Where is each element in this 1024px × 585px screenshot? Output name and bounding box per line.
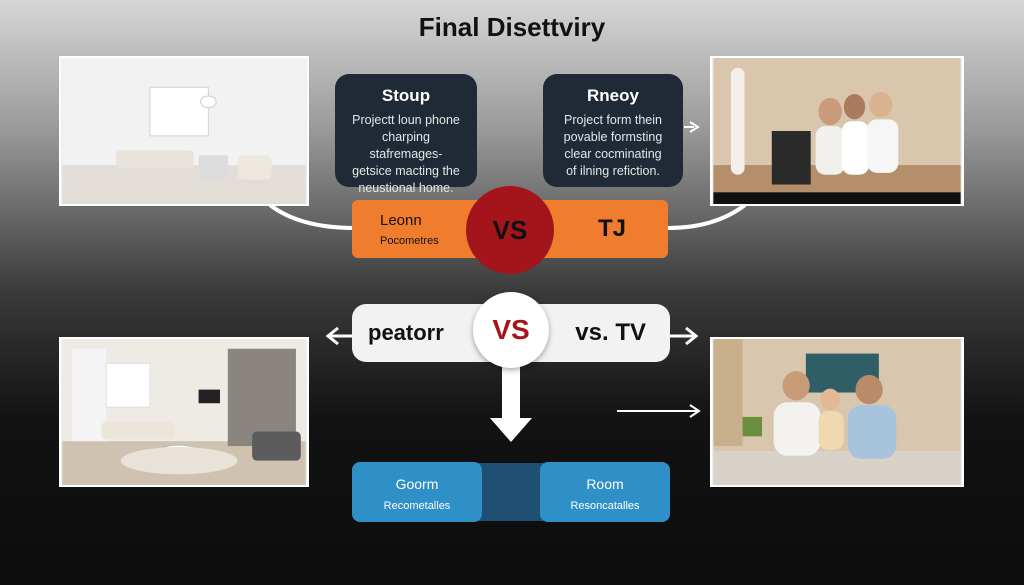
vs-badge-red-text: VS bbox=[492, 214, 528, 245]
card-rneoy: Rneoy Project form thein povable formsti… bbox=[543, 74, 683, 187]
vs-badge-white-text: VS bbox=[492, 314, 530, 345]
living-room-image bbox=[62, 339, 306, 485]
compare-pill-left-label: peatorr bbox=[368, 320, 444, 345]
card-stoup-line-4: neustional home. bbox=[358, 181, 454, 195]
box-goorm-title: Goorm bbox=[395, 476, 439, 492]
card-rneoy-heading: Rneoy bbox=[587, 86, 639, 105]
box-room: Room Resoncatalles bbox=[540, 462, 670, 522]
photo-family-bedroom bbox=[710, 56, 964, 206]
photo-empty-room bbox=[59, 56, 309, 206]
card-stoup-line-1: Projectt loun phone bbox=[352, 113, 460, 127]
card-stoup-line-2: charping stafremages- bbox=[369, 130, 443, 161]
compare-bar-left-sub: Pocometres bbox=[380, 235, 439, 247]
connector-right bbox=[667, 203, 747, 230]
page-title: Final Disettviry bbox=[418, 12, 606, 42]
connector-left bbox=[268, 203, 356, 230]
vs-badge-white: VS bbox=[473, 292, 549, 368]
box-goorm: Goorm Recometalles bbox=[352, 462, 482, 522]
arrow-bottom-right-head bbox=[689, 404, 701, 418]
box-goorm-sub: Recometalles bbox=[383, 500, 451, 512]
compare-bar-right-title: TJ bbox=[598, 215, 627, 242]
arrow-down-shaft bbox=[502, 365, 520, 423]
arrow-mid-right-head bbox=[685, 326, 699, 346]
card-rneoy-line-3: clear cocminating bbox=[564, 147, 662, 161]
vs-badge-red: VS bbox=[466, 186, 554, 274]
arrow-mid-left-head bbox=[325, 326, 339, 346]
arrow-down-head bbox=[490, 418, 532, 442]
card-rneoy-line-1: Project form thein bbox=[564, 113, 662, 127]
compare-bar-left-title: Leonn bbox=[380, 212, 422, 229]
card-stoup-heading: Stoup bbox=[381, 86, 431, 105]
card-stoup-line-3: getsice macting the bbox=[352, 164, 460, 178]
card-rneoy-line-2: povable formsting bbox=[563, 130, 663, 144]
arrow-top-right-head bbox=[689, 121, 700, 133]
compare-pill-right-label: vs. TV bbox=[575, 319, 646, 346]
card-stoup: Stoup Projectt loun phone charping stafr… bbox=[335, 74, 477, 195]
box-room-title: Room bbox=[586, 476, 624, 492]
photo-living-room bbox=[59, 337, 309, 487]
family-bedroom-image bbox=[713, 58, 961, 204]
empty-room-image bbox=[62, 58, 306, 204]
family-sofa-image bbox=[713, 339, 961, 485]
photo-family-sofa bbox=[710, 337, 964, 487]
card-rneoy-line-4: of ilning refiction. bbox=[566, 164, 660, 178]
box-room-sub: Resoncatalles bbox=[570, 500, 640, 512]
